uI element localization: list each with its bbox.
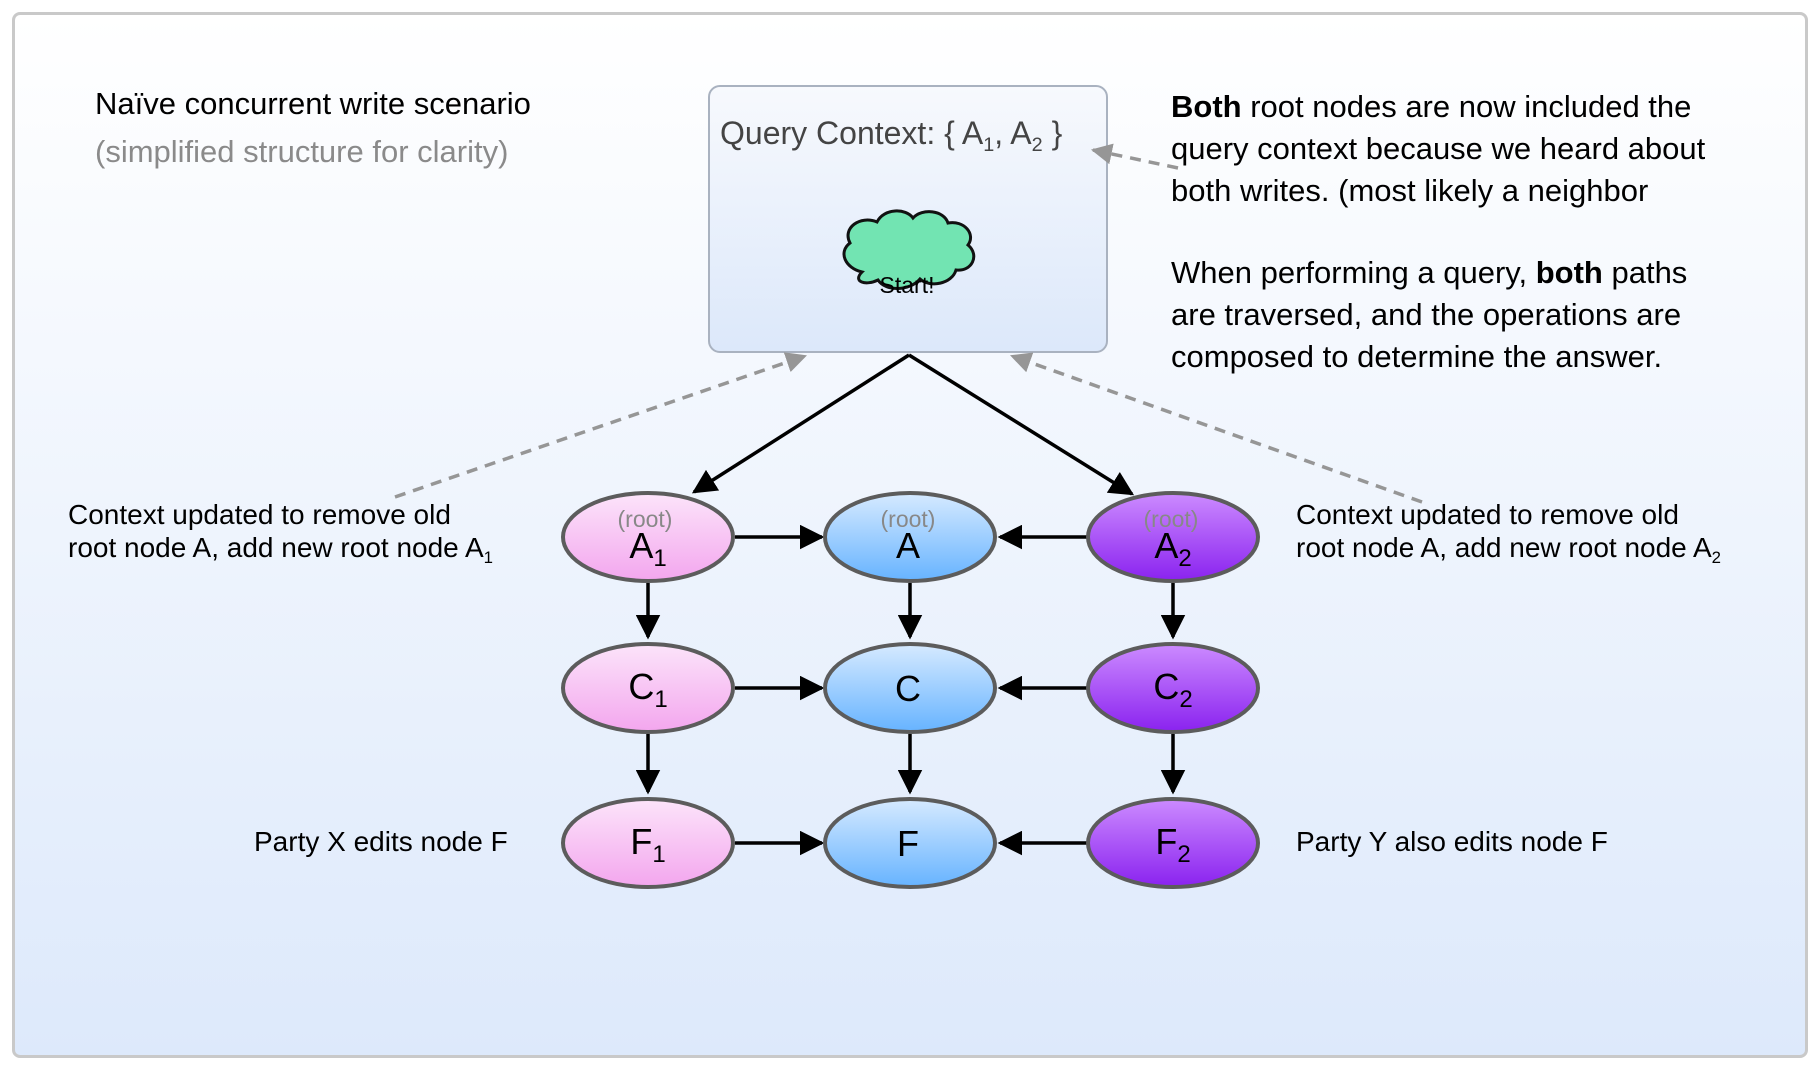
root-tag: (root) — [618, 506, 673, 532]
node-sub: 2 — [1177, 841, 1190, 868]
dashed-left-arrow — [394, 352, 807, 499]
explanation-note: Both root nodes are now included the que… — [1171, 89, 1706, 374]
query-context-label: Query Context: { A1, A2 } — [720, 115, 1063, 156]
root-tag: (root) — [881, 506, 936, 532]
node-letter: A — [1154, 525, 1178, 566]
start-cloud-icon — [842, 209, 976, 290]
node-c2: C2 — [1086, 642, 1260, 734]
edge-context-a2 — [908, 353, 1135, 496]
node-letter: F — [1155, 821, 1177, 862]
party-x-label: Party X edits node F — [254, 826, 508, 857]
node-letter: C — [895, 668, 921, 709]
svg-text:C: C — [895, 668, 921, 709]
node-f2: F2 — [1086, 797, 1260, 889]
start-label: Start! — [880, 272, 935, 298]
node-letter: C — [628, 666, 654, 707]
left-context-label: Context updated to remove old root node … — [68, 499, 493, 567]
node-letter: A — [629, 525, 653, 566]
node-c: C — [823, 642, 997, 734]
right-context-label: Context updated to remove old root node … — [1296, 499, 1721, 567]
svg-text:C1: C1 — [628, 666, 667, 713]
party-y-label: Party Y also edits node F — [1296, 826, 1608, 857]
svg-text:F2: F2 — [1155, 821, 1190, 868]
node-sub: 1 — [654, 686, 667, 713]
svg-text:A: A — [896, 525, 920, 566]
node-letter: F — [630, 821, 652, 862]
node-sub: 2 — [1179, 686, 1192, 713]
svg-text:F: F — [897, 823, 919, 864]
node-sub: 2 — [1178, 545, 1191, 572]
node-a1: (root) A1 — [561, 491, 735, 583]
node-c1: C1 — [561, 642, 735, 734]
dashed-note-arrow — [1090, 143, 1179, 170]
root-tag: (root) — [1144, 506, 1199, 532]
node-letter: A — [896, 525, 920, 566]
node-a2: (root) A2 — [1086, 491, 1260, 583]
svg-text:C2: C2 — [1153, 666, 1192, 713]
node-f: F — [823, 797, 997, 889]
node-letter: F — [897, 823, 919, 864]
diagram-title: Naïve concurrent write scenario — [95, 86, 531, 121]
node-f1: F1 — [561, 797, 735, 889]
svg-text:A1: A1 — [629, 525, 666, 572]
edge-context-a1 — [691, 353, 910, 494]
node-sub: 1 — [652, 841, 665, 868]
node-a: (root) A — [823, 491, 997, 583]
svg-text:F1: F1 — [630, 821, 665, 868]
svg-text:A2: A2 — [1154, 525, 1191, 572]
node-letter: C — [1153, 666, 1179, 707]
diagram-subtitle: (simplified structure for clarity) — [95, 134, 509, 169]
dashed-right-arrow — [1010, 352, 1423, 504]
node-sub: 1 — [653, 545, 666, 572]
